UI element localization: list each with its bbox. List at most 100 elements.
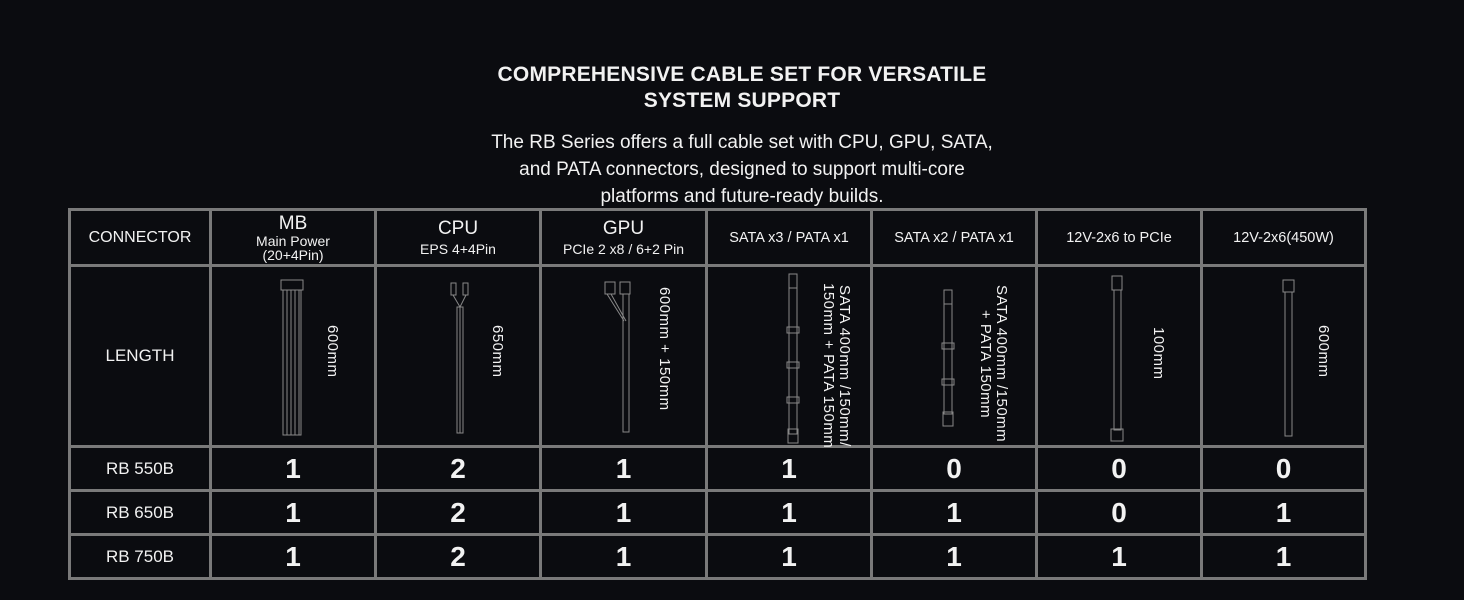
qty-cell: 1 xyxy=(705,445,873,492)
qty: 1 xyxy=(285,452,301,484)
qty-cell: 2 xyxy=(374,533,542,580)
qty-cell: 0 xyxy=(870,445,1038,492)
col-sata2: SATA x2 / PATA x1 xyxy=(870,208,1038,267)
qty: 1 xyxy=(615,496,632,528)
title-line-2: SYSTEM SUPPORT xyxy=(643,89,841,112)
sata2-cable-icon xyxy=(941,289,955,427)
length-cell-sata2: SATA 400mm /150mm + PATA 150mm xyxy=(870,264,1038,448)
length-cell-sata3: SATA 400mm /150mm/ 150mm + PATA 150mm xyxy=(705,264,873,449)
length-value: 600mm xyxy=(324,325,341,378)
col-title: SATA x3 / PATA x1 xyxy=(729,229,849,246)
qty: 1 xyxy=(285,540,301,572)
qty-cell: 2 xyxy=(374,445,542,492)
qty: 2 xyxy=(450,452,466,484)
table-row: RB 550B 1 2 1 1 0 0 0 xyxy=(68,445,1367,492)
table-row: RB 650B 1 2 1 1 1 0 1 xyxy=(68,489,1367,536)
qty: 1 xyxy=(1111,540,1127,572)
qty-cell: 1 xyxy=(539,489,708,536)
length-cell-cpu: 650mm xyxy=(374,264,542,448)
qty-cell: 1 xyxy=(705,533,873,580)
qty-cell: 0 xyxy=(1035,489,1203,536)
12v-pcie-cable-icon xyxy=(1110,275,1124,442)
length-value: 650mm xyxy=(489,325,506,378)
qty: 2 xyxy=(450,496,466,528)
qty: 1 xyxy=(615,452,632,484)
model-label: RB 550B xyxy=(105,458,175,478)
connector-label: CONNECTOR xyxy=(88,228,192,246)
length-label-cell: LENGTH xyxy=(68,264,212,448)
model-name: RB 650B xyxy=(68,489,212,536)
qty: 1 xyxy=(946,540,962,572)
length-value: 600mm + 150mm xyxy=(656,287,673,411)
length-cell-12v-450w: 600mm xyxy=(1200,264,1367,448)
title-line-1: COMPREHENSIVE CABLE SET FOR VERSATILE xyxy=(497,63,987,86)
col-cpu: CPU EPS 4+4Pin xyxy=(374,208,542,267)
table-row: RB 750B 1 2 1 1 1 1 1 xyxy=(68,533,1367,580)
col-gpu: GPU PCIe 2 x8 / 6+2 Pin xyxy=(539,208,708,267)
qty: 0 xyxy=(1275,452,1292,484)
col-title: GPU xyxy=(602,218,645,239)
qty: 1 xyxy=(1275,496,1292,528)
qty: 1 xyxy=(946,496,962,528)
qty-cell: 1 xyxy=(705,489,873,536)
qty: 0 xyxy=(1111,496,1127,528)
qty: 0 xyxy=(1111,452,1127,484)
model-name: RB 750B xyxy=(68,533,212,580)
sata3-cable-icon xyxy=(786,273,800,444)
qty-cell: 1 xyxy=(209,489,377,536)
length-value: 600mm xyxy=(1315,325,1332,378)
length-cell-12v-pcie: 100mm xyxy=(1035,264,1203,448)
col-title: SATA x2 / PATA x1 xyxy=(894,229,1014,246)
qty: 1 xyxy=(1275,540,1292,572)
qty-cell: 1 xyxy=(209,445,377,492)
model-label: RB 750B xyxy=(105,546,175,566)
description-line-3: platforms and future-ready builds. xyxy=(600,186,884,207)
col-12v-pcie: 12V-2x6 to PCIe xyxy=(1035,208,1203,267)
page-title: COMPREHENSIVE CABLE SET FOR VERSATILE SY… xyxy=(0,62,1464,114)
model-label: RB 650B xyxy=(105,502,175,522)
cpu-cable-icon xyxy=(450,282,469,434)
qty-cell: 1 xyxy=(209,533,377,580)
description-line-1: The RB Series offers a full cable set wi… xyxy=(491,132,993,153)
qty: 1 xyxy=(285,496,301,528)
length-value: 100mm xyxy=(1150,327,1167,380)
qty-cell: 0 xyxy=(1200,445,1367,492)
qty-cell: 1 xyxy=(1200,533,1367,580)
col-12v-450w: 12V-2x6(450W) xyxy=(1200,208,1367,267)
qty: 2 xyxy=(450,540,466,572)
qty: 1 xyxy=(781,496,797,528)
col-title: 12V-2x6 to PCIe xyxy=(1066,229,1172,246)
qty: 1 xyxy=(781,540,797,572)
col-subtitle: PCIe 2 x8 / 6+2 Pin xyxy=(562,241,685,257)
col-sata3: SATA x3 / PATA x1 xyxy=(705,208,873,267)
qty: 1 xyxy=(615,540,632,572)
col-title: MB xyxy=(278,212,308,234)
qty-cell: 1 xyxy=(1200,489,1367,536)
length-cell-gpu: 600mm + 150mm xyxy=(539,264,708,448)
description-line-2: and PATA connectors, designed to support… xyxy=(519,159,965,180)
qty: 0 xyxy=(946,452,962,484)
qty-cell: 2 xyxy=(374,489,542,536)
qty-cell: 1 xyxy=(539,445,708,492)
qty-cell: 1 xyxy=(1035,533,1203,580)
description: The RB Series offers a full cable set wi… xyxy=(0,129,1464,210)
length-value: SATA 400mm /150mm/ 150mm + PATA 150mm xyxy=(820,283,853,449)
col-subtitle: EPS 4+4Pin xyxy=(420,241,496,257)
col-title: CPU xyxy=(437,218,479,239)
length-value: SATA 400mm /150mm + PATA 150mm xyxy=(977,285,1010,443)
length-cell-mb: 600mm xyxy=(209,264,377,448)
qty-cell: 1 xyxy=(870,489,1038,536)
model-name: RB 550B xyxy=(68,445,212,492)
qty: 1 xyxy=(781,452,797,484)
col-title: 12V-2x6(450W) xyxy=(1233,229,1334,246)
col-subtitle: Main Power xyxy=(256,232,330,249)
qty-cell: 1 xyxy=(870,533,1038,580)
12v-450w-cable-icon xyxy=(1282,279,1295,437)
qty-cell: 1 xyxy=(539,533,708,580)
length-label: LENGTH xyxy=(105,346,175,365)
gpu-cable-icon xyxy=(604,281,631,433)
mb-cable-icon xyxy=(280,279,304,436)
